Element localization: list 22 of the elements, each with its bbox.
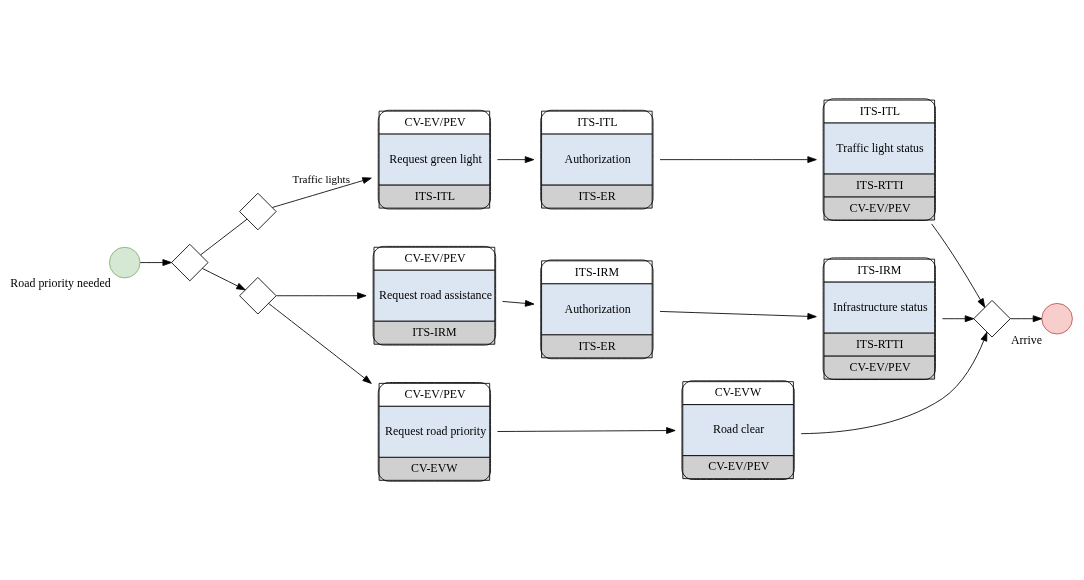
arrow — [276, 292, 367, 300]
arrow — [502, 300, 535, 307]
node-circle — [1041, 302, 1073, 335]
arrow — [659, 311, 817, 320]
arrow — [268, 303, 372, 384]
node-diamond — [171, 243, 209, 282]
arrow — [942, 315, 975, 323]
edge-label: Traffic lights — [292, 172, 350, 185]
connector — [200, 218, 248, 256]
arrow — [931, 223, 986, 308]
arrow — [272, 177, 372, 208]
arrow — [1010, 315, 1043, 323]
node-label: Road priority needed — [10, 276, 111, 291]
arrow — [497, 427, 676, 434]
node-diamond — [239, 277, 277, 315]
node-circle — [109, 246, 141, 279]
arrow — [496, 156, 535, 164]
arrow — [659, 156, 817, 164]
node-diamond — [239, 192, 277, 231]
arrow — [202, 268, 246, 291]
node-label: Arrive — [1010, 332, 1042, 347]
arrow — [139, 259, 172, 266]
